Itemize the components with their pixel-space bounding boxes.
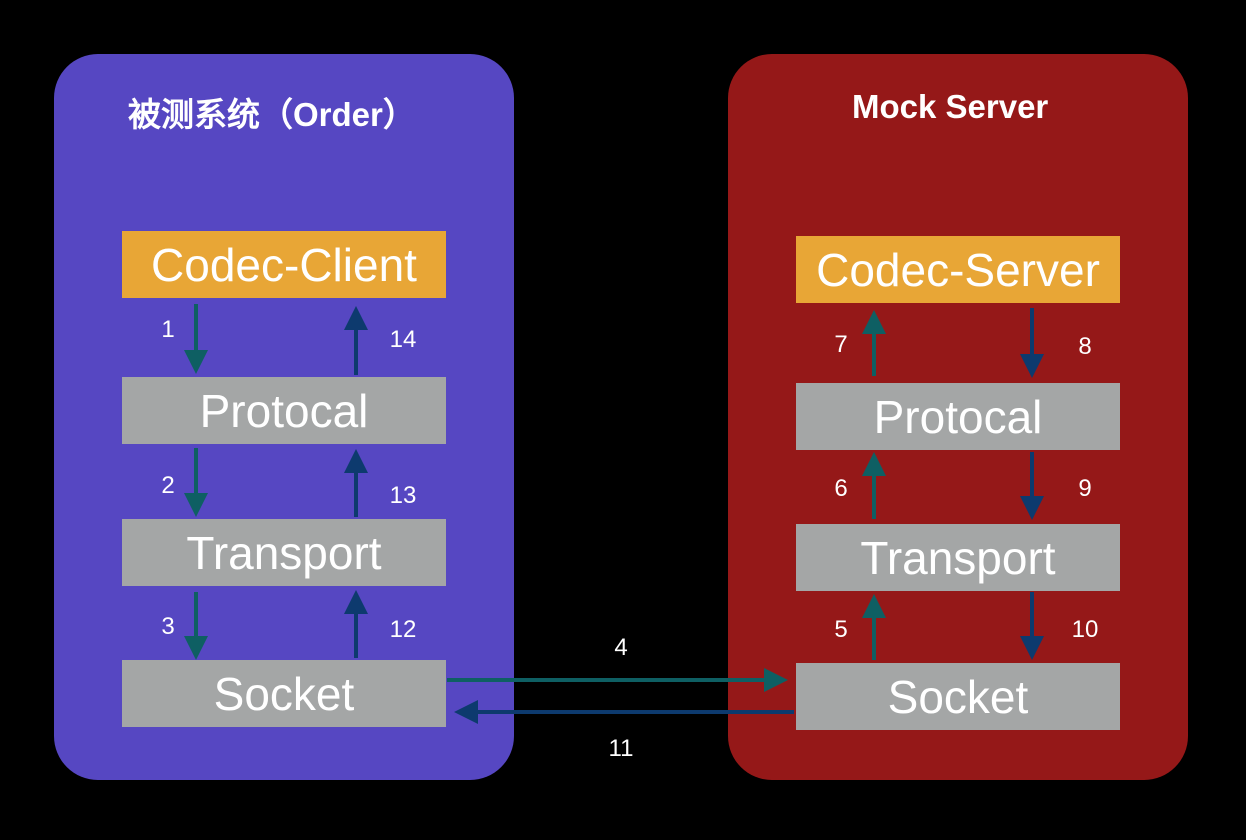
codec-server-box: Codec-Server: [796, 236, 1120, 303]
step-label-14: 14: [389, 326, 417, 353]
step-label-3: 3: [161, 613, 175, 640]
step-label-9: 9: [1078, 475, 1092, 502]
step-label-4: 4: [614, 634, 628, 661]
server-transport-box: Transport: [796, 524, 1120, 591]
mock-server-title: Mock Server: [852, 88, 1049, 125]
step-label-5: 5: [834, 616, 848, 643]
client-protocal-box: Protocal: [122, 377, 446, 444]
system-under-test-title: 被测系统（Order）: [128, 96, 416, 133]
step-label-13: 13: [389, 482, 417, 509]
server-socket-box: Socket: [796, 663, 1120, 730]
step-label-6: 6: [834, 475, 848, 502]
step-label-1: 1: [161, 316, 175, 343]
client-transport-box: Transport: [122, 519, 446, 586]
step-label-8: 8: [1078, 333, 1092, 360]
step-label-10: 10: [1071, 616, 1099, 643]
step-label-11: 11: [608, 735, 634, 762]
step-label-12: 12: [389, 616, 417, 643]
step-label-2: 2: [161, 472, 175, 499]
server-protocal-box: Protocal: [796, 383, 1120, 450]
step-label-7: 7: [834, 331, 848, 358]
client-socket-box: Socket: [122, 660, 446, 727]
codec-client-box: Codec-Client: [122, 231, 446, 298]
